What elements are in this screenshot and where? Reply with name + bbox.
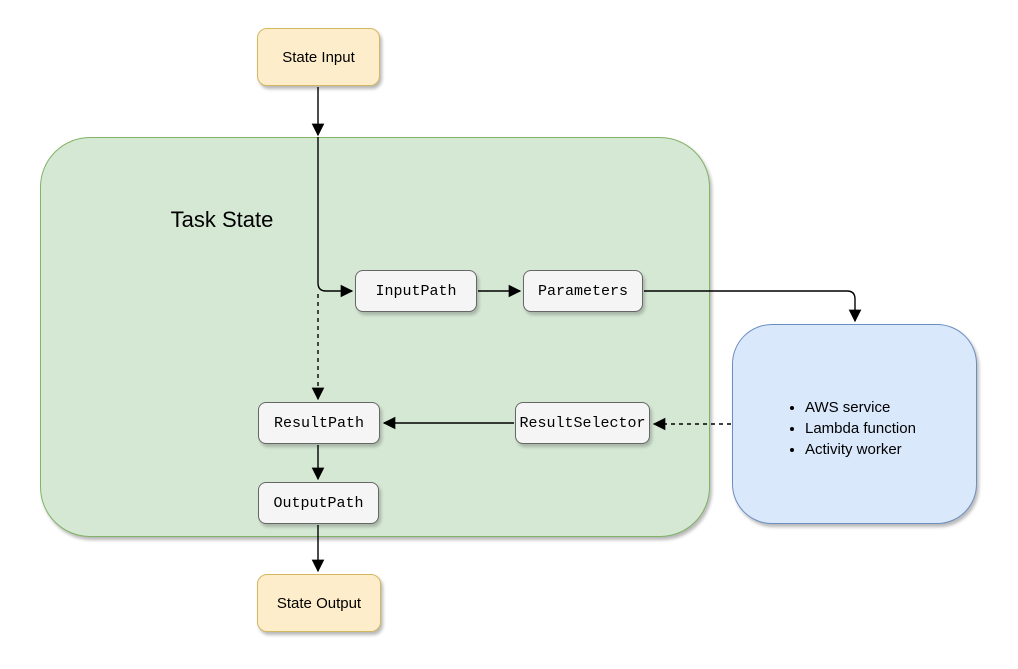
node-result-path-label: ResultPath [273,414,364,432]
node-parameters-label: Parameters [537,282,628,300]
node-state-output-label: State Output [276,594,362,612]
node-input-path-label: InputPath [375,282,457,300]
node-result-path: ResultPath [258,402,380,444]
list-item-activity-worker: Activity worker [805,439,916,460]
node-input-path: InputPath [355,270,477,312]
list-item-aws-service: AWS service [805,397,916,418]
node-result-selector-label: ResultSelector [519,414,646,432]
list-item-lambda-function: Lambda function [805,418,916,439]
service-targets-list: AWS service Lambda function Activity wor… [733,397,916,460]
node-output-path-label: OutputPath [273,494,364,512]
service-targets-container: AWS service Lambda function Activity wor… [732,324,977,524]
node-result-selector: ResultSelector [515,402,650,444]
task-state-title: Task State [170,207,274,232]
node-state-output: State Output [257,574,381,632]
node-output-path: OutputPath [258,482,379,524]
node-state-input: State Input [257,28,380,86]
task-state-container [40,137,710,537]
node-parameters: Parameters [523,270,643,312]
node-state-input-label: State Input [282,48,355,66]
